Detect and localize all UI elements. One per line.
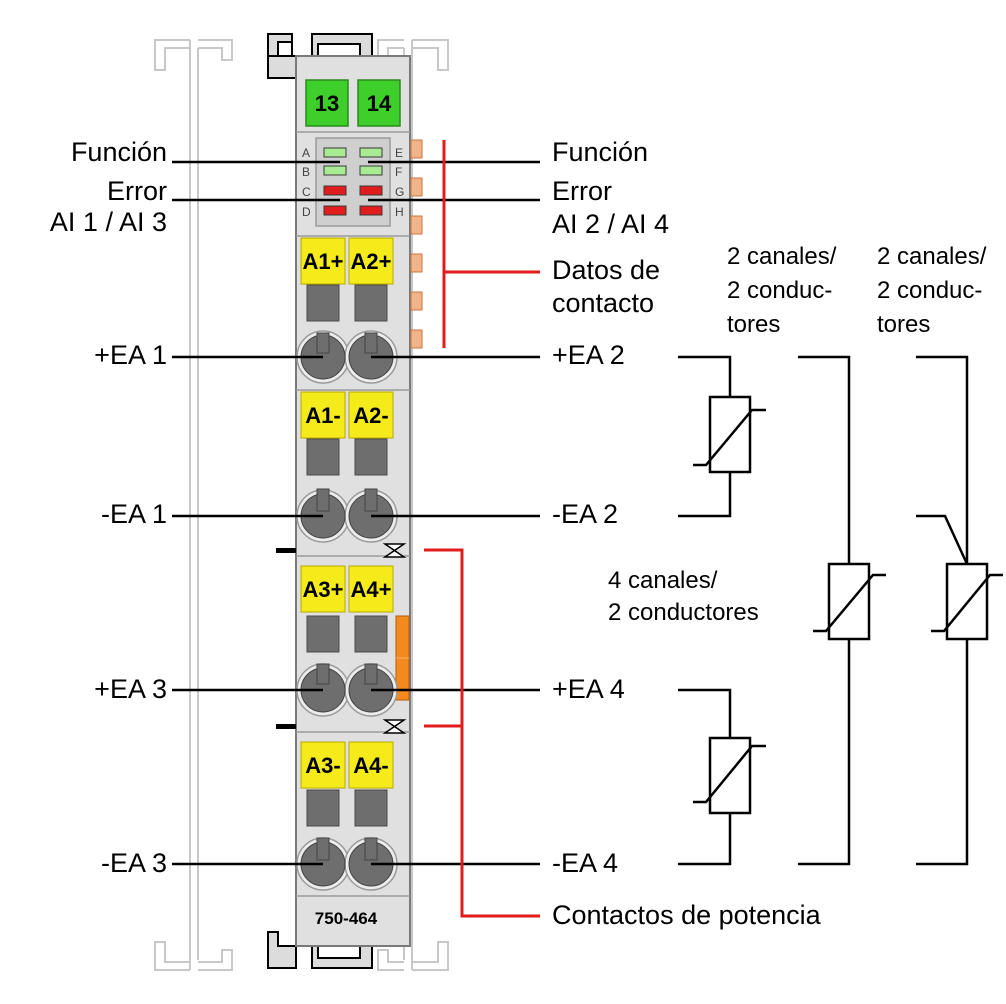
label-2ch-b-2: 2 conduc- [877, 277, 982, 304]
tag-13-label: 13 [315, 91, 339, 116]
label-ai24-right: AI 2 / AI 4 [552, 209, 669, 239]
led-letter-h: H [395, 205, 404, 219]
led-error-g [359, 185, 383, 196]
rtd-sensor-ch2 [678, 355, 766, 518]
label-2ch-a-2: 2 conduc- [727, 277, 832, 304]
label-ea1-neg: -EA 1 [101, 499, 167, 529]
module-clips [267, 33, 373, 969]
led-function-e [359, 147, 383, 158]
terminal-label-a3plus [300, 565, 346, 613]
label-ea2-pos: +EA 2 [552, 340, 625, 370]
data-contact-pins [410, 139, 423, 349]
led-letter-f: F [395, 165, 402, 179]
terminal-label-a3minus [300, 741, 346, 789]
terminal-text-a4minus: A4- [353, 753, 388, 778]
terminal-text-a3plus: A3+ [303, 577, 344, 602]
led-letter-a: A [302, 146, 310, 160]
release-slot[interactable] [354, 615, 388, 653]
release-slot[interactable] [354, 284, 388, 322]
release-slot[interactable] [306, 284, 340, 322]
terminal-label-a1plus [300, 237, 346, 285]
power-contact-marker [382, 543, 407, 734]
led-letter-g: G [395, 185, 404, 199]
led-letter-c: C [302, 185, 311, 199]
led-letter-b: B [302, 165, 310, 179]
terminal-text-a2minus: A2- [353, 403, 388, 428]
release-slot[interactable] [306, 789, 340, 827]
rtd-sensor-ch4 [678, 688, 766, 866]
terminal-text-a1plus: A1+ [303, 249, 344, 274]
terminal-text-a4plus: A4+ [351, 577, 392, 602]
side-tab [276, 724, 296, 729]
side-tab [276, 548, 296, 553]
tag-14-label: 14 [367, 91, 392, 116]
label-2ch-b-3: tores [877, 311, 930, 338]
release-slot[interactable] [354, 438, 388, 476]
power-contact-bracket [424, 548, 540, 918]
label-potencia: Contactos de potencia [552, 900, 822, 930]
tag-14 [357, 79, 401, 127]
label-ea3-neg: -EA 3 [101, 848, 167, 878]
release-slot[interactable] [354, 789, 388, 827]
led-error-c [323, 185, 347, 196]
part-number: 750-464 [315, 909, 378, 928]
rtd-sensor-2ch-a [798, 355, 886, 866]
label-error-right: Error [552, 176, 612, 206]
label-2ch-b-1: 2 canales/ [877, 243, 987, 270]
terminal-label-a2minus [348, 391, 394, 439]
led-error-h [359, 205, 383, 216]
label-error-left: Error [107, 176, 167, 206]
label-funcion-left: Función [71, 137, 167, 167]
led-error-d [323, 205, 347, 216]
tag-13 [305, 79, 349, 127]
terminal-text-a3minus: A3- [305, 753, 340, 778]
terminal-label-a4minus [348, 741, 394, 789]
label-ea4-neg: -EA 4 [552, 848, 618, 878]
led-letter-e: E [395, 146, 403, 160]
led-function-f [359, 165, 383, 176]
release-slot[interactable] [306, 615, 340, 653]
led-letter-d: D [302, 205, 311, 219]
left-leader-lines [172, 160, 340, 866]
label-ea2-neg: -EA 2 [552, 499, 618, 529]
data-contact-bracket [442, 140, 540, 348]
label-ea4-pos: +EA 4 [552, 674, 625, 704]
label-funcion-right: Función [552, 137, 648, 167]
led-function-b [323, 165, 347, 176]
label-datos-2: contacto [552, 288, 654, 318]
label-ea3-pos: +EA 3 [94, 674, 167, 704]
label-2ch-a-3: tores [727, 311, 780, 338]
label-ai13-left: AI 1 / AI 3 [50, 207, 167, 237]
release-slot[interactable] [306, 438, 340, 476]
terminal-text-a1minus: A1- [305, 403, 340, 428]
terminal-text-a2plus: A2+ [351, 249, 392, 274]
right-leader-lines [368, 160, 540, 866]
terminal-label-a4plus [348, 565, 394, 613]
rtd-sensor-2ch-b [916, 355, 1003, 866]
label-datos-1: Datos de [552, 255, 660, 285]
label-ea1-pos: +EA 1 [94, 340, 167, 370]
terminal-label-a2plus [348, 237, 394, 285]
terminal-label-a1minus [300, 391, 346, 439]
led-function-a [323, 147, 347, 158]
label-4ch-1: 4 canales/ [608, 567, 718, 594]
label-4ch-2: 2 conductores [608, 599, 759, 626]
label-2ch-a-1: 2 canales/ [727, 243, 837, 270]
